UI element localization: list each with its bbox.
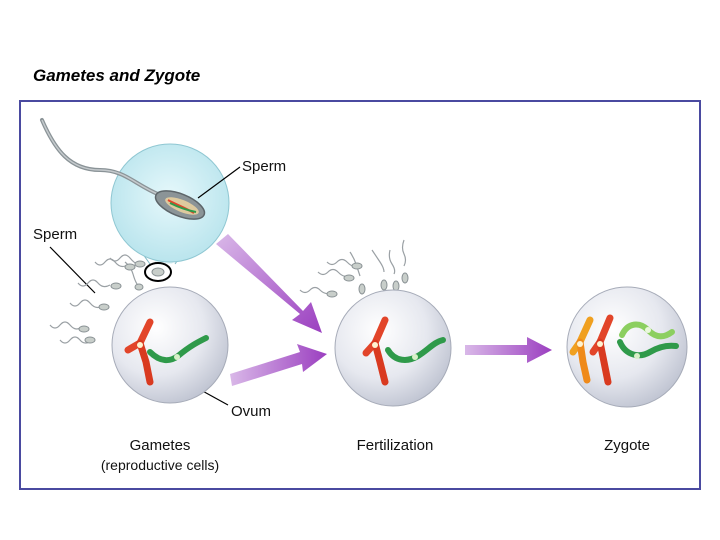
highlighted-sperm <box>144 262 172 282</box>
gametes-caption: Gametes (reproductive cells) <box>85 437 235 473</box>
ovum-cell <box>111 286 229 404</box>
gamete-sperm-group <box>49 254 139 344</box>
gametes-caption-subtitle: (reproductive cells) <box>100 457 220 473</box>
fertilization-sperm-group <box>299 239 407 295</box>
diagram-title: Gametes and Zygote <box>33 66 201 85</box>
sperm-left-label: Sperm <box>33 226 78 243</box>
fertilization-caption: Fertilization <box>330 437 460 454</box>
arrow-fertilization-to-zygote <box>465 337 552 363</box>
ovum-label: Ovum <box>231 403 272 420</box>
fertilization-cell <box>334 289 452 407</box>
sperm-top-label: Sperm <box>242 158 287 175</box>
zygote-caption-title: Zygote <box>604 437 650 454</box>
fertilization-sperm-heads <box>326 262 409 298</box>
sperm-top-leader <box>197 166 241 199</box>
sperm-left-leader <box>49 246 96 294</box>
gamete-sperm-heads <box>78 260 146 344</box>
zygote-caption: Zygote <box>577 437 677 454</box>
zygote-cell <box>566 286 688 408</box>
arrow-ovum-to-fertilization <box>230 344 327 386</box>
arrow-sperm-to-fertilization <box>216 234 322 333</box>
fertilization-caption-title: Fertilization <box>356 437 434 454</box>
magnified-sperm-circle <box>40 118 230 263</box>
gametes-caption-title: Gametes <box>129 437 191 454</box>
